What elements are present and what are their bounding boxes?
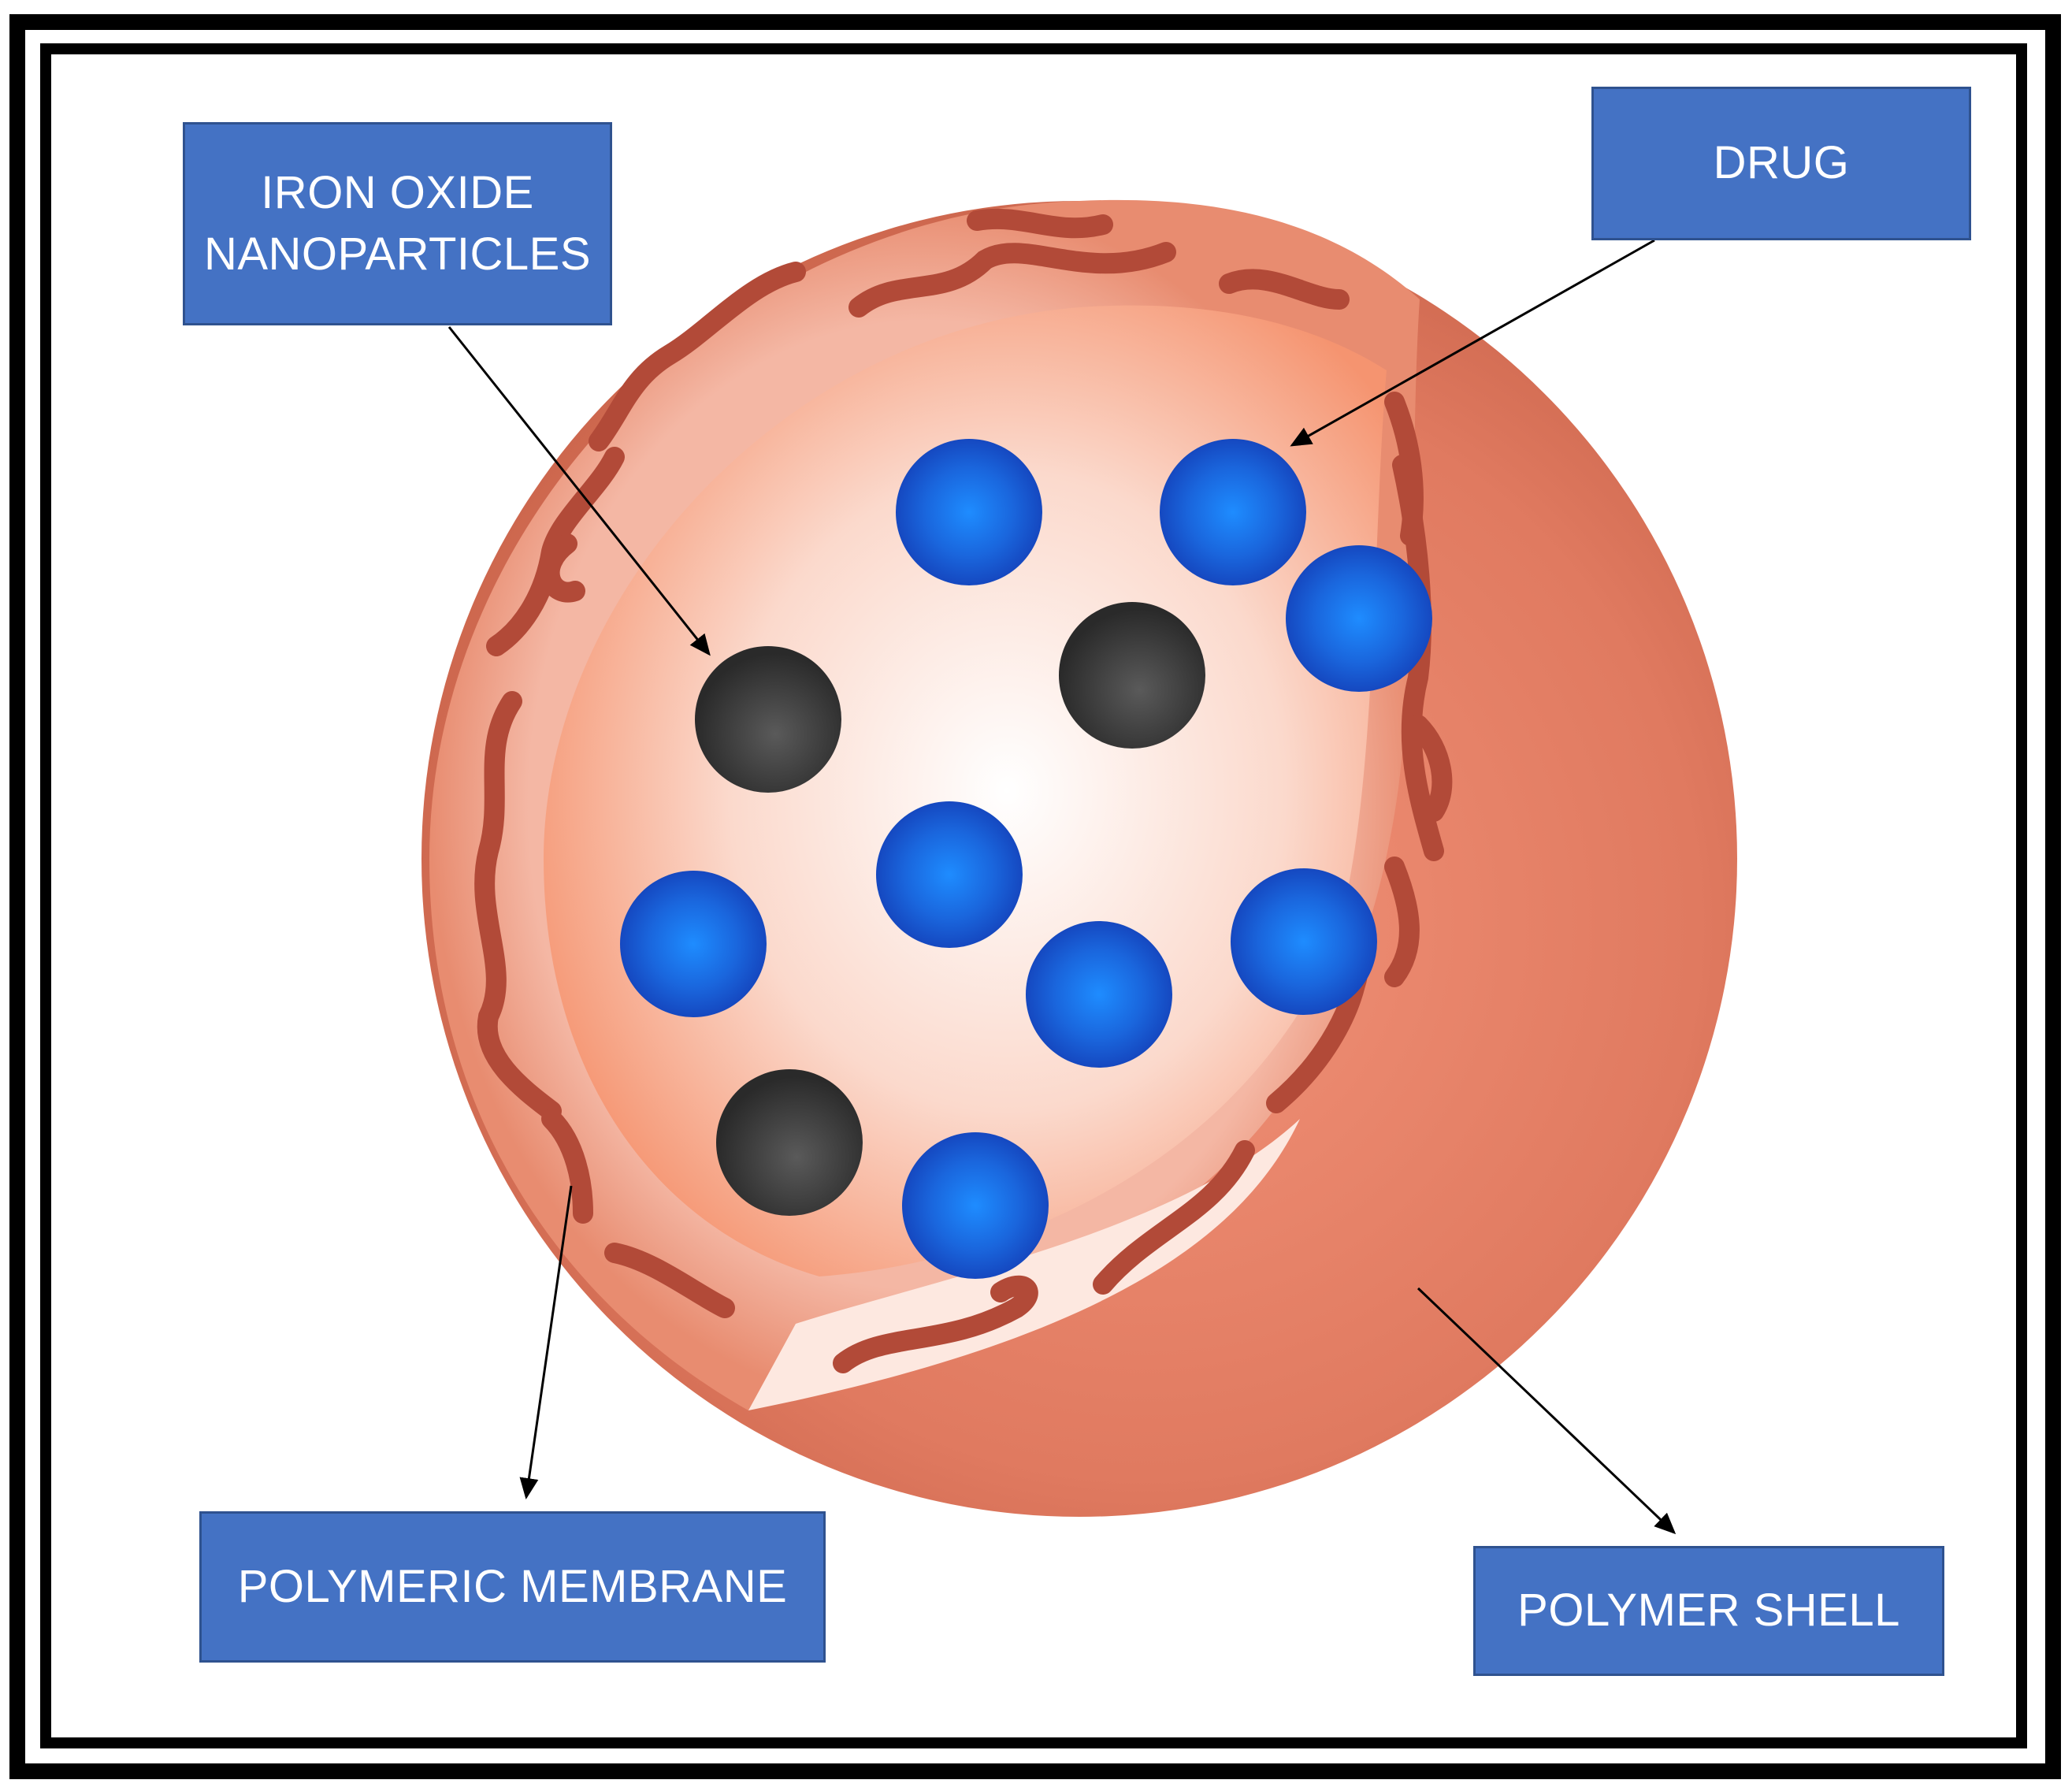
drug-particle <box>620 871 767 1017</box>
drug-particle <box>1231 868 1377 1015</box>
iron-oxide-label-line1: IRON OXIDE <box>261 162 534 224</box>
polymer-shell-label: POLYMER SHELL <box>1473 1546 1944 1676</box>
drug-label-text: DRUG <box>1714 132 1850 194</box>
drug-label: DRUG <box>1591 87 1971 240</box>
drug-particle <box>896 439 1042 585</box>
iron-oxide-label-line2: NANOPARTICLES <box>204 224 591 285</box>
polymeric-membrane-label: POLYMERIC MEMBRANE <box>199 1511 826 1663</box>
drug-particle <box>876 801 1023 948</box>
iron-oxide-particle <box>716 1069 863 1216</box>
drug-particle <box>902 1132 1049 1279</box>
iron-oxide-particle <box>695 646 841 793</box>
shell-arrow <box>1418 1288 1674 1533</box>
polymeric-membrane-label-text: POLYMERIC MEMBRANE <box>238 1556 788 1618</box>
iron-oxide-nanoparticles-label: IRON OXIDE NANOPARTICLES <box>183 122 612 325</box>
polymer-shell-label-text: POLYMER SHELL <box>1517 1580 1900 1641</box>
drug-particle <box>1160 439 1306 585</box>
iron-oxide-particle <box>1059 602 1205 749</box>
drug-particle <box>1026 921 1172 1068</box>
